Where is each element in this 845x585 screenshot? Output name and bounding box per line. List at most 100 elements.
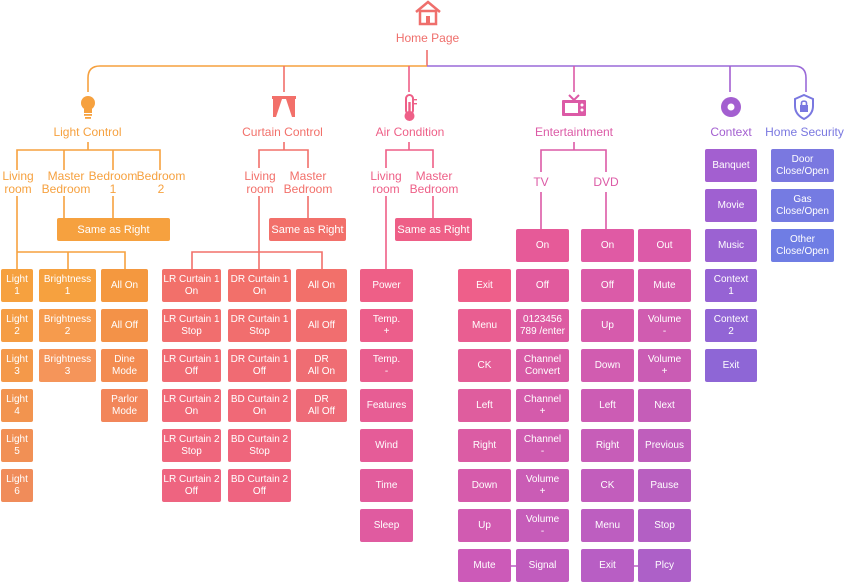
tv-left-button-8[interactable]: Mute (458, 549, 511, 582)
dvd-left-button-5[interactable]: Left (581, 389, 634, 422)
light-button-6[interactable]: Light 6 (1, 469, 33, 502)
dvd-left-button-7[interactable]: CK (581, 469, 634, 502)
curtain-dr-button-4[interactable]: BD Curtain 2 On (228, 389, 291, 422)
curtain-all-button-3[interactable]: DR All On (296, 349, 347, 382)
air-room-master-bedroom[interactable]: Master Bedroom (409, 169, 459, 196)
light-mode-button-1[interactable]: All On (101, 269, 148, 302)
dvd-right-button-5[interactable]: Next (638, 389, 691, 422)
dvd-right-button-9[interactable]: Plcy (638, 549, 691, 582)
tv-left-button-5[interactable]: Right (458, 429, 511, 462)
curtain-room-master-bedroom[interactable]: Master Bedroom (283, 169, 333, 196)
tv-left-button-7[interactable]: Up (458, 509, 511, 542)
context-button-3[interactable]: Music (705, 229, 757, 262)
curtain-dr-button-3[interactable]: DR Curtain 1 Off (228, 349, 291, 382)
tv-right-button-5[interactable]: Channel + (516, 389, 569, 422)
air-room-living[interactable]: Living room (370, 169, 402, 196)
light-button-3[interactable]: Light 3 (1, 349, 33, 382)
ent-sub-tv[interactable]: TV (533, 175, 549, 189)
category-light-control[interactable]: Light Control (53, 125, 122, 139)
light-same-as-right[interactable]: Same as Right (57, 218, 170, 241)
light-mode-button-2[interactable]: All Off (101, 309, 148, 342)
curtain-lr-button-4[interactable]: LR Curtain 2 On (162, 389, 221, 422)
tv-right-button-2[interactable]: Off (516, 269, 569, 302)
tv-left-button-4[interactable]: Left (458, 389, 511, 422)
tv-right-button-1[interactable]: On (516, 229, 569, 262)
curtain-lr-button-5[interactable]: LR Curtain 2 Stop (162, 429, 221, 462)
security-button-3[interactable]: Other Close/Open (771, 229, 834, 262)
dvd-left-button-1[interactable]: On (581, 229, 634, 262)
light-button-2[interactable]: Light 2 (1, 309, 33, 342)
dvd-right-button-1[interactable]: Out (638, 229, 691, 262)
security-button-1[interactable]: Door Close/Open (771, 149, 834, 182)
dvd-left-button-3[interactable]: Up (581, 309, 634, 342)
dvd-left-button-2[interactable]: Off (581, 269, 634, 302)
air-button-7[interactable]: Sleep (360, 509, 413, 542)
curtain-room-living[interactable]: Living room (244, 169, 276, 196)
tv-right-button-4[interactable]: Channel Convert (516, 349, 569, 382)
dvd-left-button-4[interactable]: Down (581, 349, 634, 382)
context-button-5[interactable]: Context 2 (705, 309, 757, 342)
category-entertainment[interactable]: Entertaintment (534, 125, 614, 139)
context-button-2[interactable]: Movie (705, 189, 757, 222)
tv-right-button-9[interactable]: Signal (516, 549, 569, 582)
brightness-button-3[interactable]: Brightness 3 (39, 349, 96, 382)
dvd-left-button-6[interactable]: Right (581, 429, 634, 462)
dvd-right-button-8[interactable]: Stop (638, 509, 691, 542)
light-mode-button-4[interactable]: Parlor Mode (101, 389, 148, 422)
curtain-dr-button-5[interactable]: BD Curtain 2 Stop (228, 429, 291, 462)
air-button-3[interactable]: Temp. - (360, 349, 413, 382)
curtain-same-as-right[interactable]: Same as Right (269, 218, 346, 241)
curtain-dr-button-6[interactable]: BD Curtain 2 Off (228, 469, 291, 502)
tv-right-button-8[interactable]: Volume - (516, 509, 569, 542)
curtain-lr-button-1[interactable]: LR Curtain 1 On (162, 269, 221, 302)
light-button-5[interactable]: Light 5 (1, 429, 33, 462)
curtain-dr-button-2[interactable]: DR Curtain 1 Stop (228, 309, 291, 342)
curtain-dr-button-1[interactable]: DR Curtain 1 On (228, 269, 291, 302)
category-air-condition[interactable]: Air Condition (375, 125, 445, 139)
dvd-left-button-8[interactable]: Menu (581, 509, 634, 542)
light-button-4[interactable]: Light 4 (1, 389, 33, 422)
dvd-right-button-7[interactable]: Pause (638, 469, 691, 502)
category-context[interactable]: Context (710, 125, 752, 139)
air-button-2[interactable]: Temp. + (360, 309, 413, 342)
air-same-as-right[interactable]: Same as Right (395, 218, 472, 241)
curtain-all-button-2[interactable]: All Off (296, 309, 347, 342)
dvd-left-button-9[interactable]: Exit (581, 549, 634, 582)
category-home-security[interactable]: Home Security (765, 125, 844, 139)
dvd-right-button-3[interactable]: Volume - (638, 309, 691, 342)
light-room-bedroom-1[interactable]: Bedroom 1 (88, 169, 138, 196)
brightness-button-1[interactable]: Brightness 1 (39, 269, 96, 302)
light-room-master-bedroom[interactable]: Master Bedroom (41, 169, 91, 196)
light-button-1[interactable]: Light 1 (1, 269, 33, 302)
ent-sub-dvd[interactable]: DVD (593, 175, 619, 189)
air-button-1[interactable]: Power (360, 269, 413, 302)
context-button-4[interactable]: Context 1 (705, 269, 757, 302)
tv-right-button-6[interactable]: Channel - (516, 429, 569, 462)
context-button-6[interactable]: Exit (705, 349, 757, 382)
tv-left-button-2[interactable]: Menu (458, 309, 511, 342)
tv-right-button-3[interactable]: 0123456 789 /enter (516, 309, 569, 342)
context-button-1[interactable]: Banquet (705, 149, 757, 182)
tv-left-button-3[interactable]: CK (458, 349, 511, 382)
dvd-right-button-4[interactable]: Volume + (638, 349, 691, 382)
dvd-right-button-6[interactable]: Previous (638, 429, 691, 462)
curtain-all-button-4[interactable]: DR All Off (296, 389, 347, 422)
light-room-bedroom-2[interactable]: Bedroom 2 (136, 169, 186, 196)
light-room-living[interactable]: Living room (2, 169, 34, 196)
category-curtain-control[interactable]: Curtain Control (242, 125, 323, 139)
tv-right-button-7[interactable]: Volume + (516, 469, 569, 502)
brightness-button-2[interactable]: Brightness 2 (39, 309, 96, 342)
home-page-label[interactable]: Home Page (395, 31, 460, 45)
tv-left-button-6[interactable]: Down (458, 469, 511, 502)
light-mode-button-3[interactable]: Dine Mode (101, 349, 148, 382)
dvd-right-button-2[interactable]: Mute (638, 269, 691, 302)
curtain-all-button-1[interactable]: All On (296, 269, 347, 302)
curtain-lr-button-3[interactable]: LR Curtain 1 Off (162, 349, 221, 382)
curtain-lr-button-6[interactable]: LR Curtain 2 Off (162, 469, 221, 502)
security-button-2[interactable]: Gas Close/Open (771, 189, 834, 222)
air-button-4[interactable]: Features (360, 389, 413, 422)
curtain-lr-button-2[interactable]: LR Curtain 1 Stop (162, 309, 221, 342)
tv-left-button-1[interactable]: Exit (458, 269, 511, 302)
air-button-5[interactable]: Wind (360, 429, 413, 462)
air-button-6[interactable]: Time (360, 469, 413, 502)
